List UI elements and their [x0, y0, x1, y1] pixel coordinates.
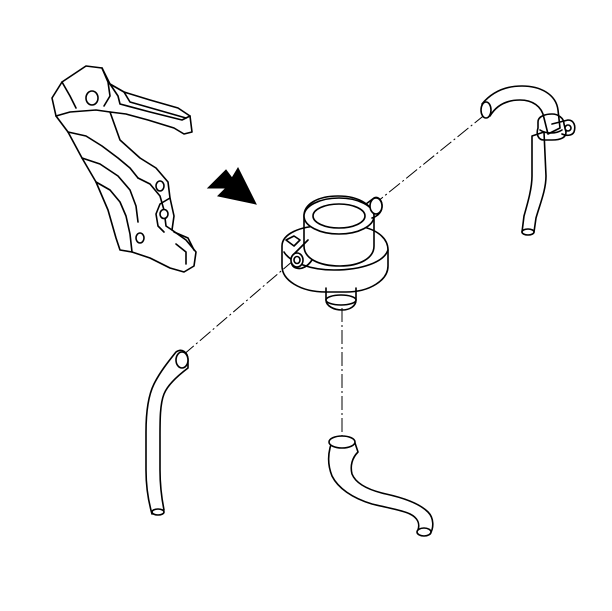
- lower-center-hose: [327, 435, 434, 537]
- valve-dome: [303, 195, 375, 267]
- lower-left-hose-end: [175, 351, 189, 369]
- assembly-leader-lines: [181, 112, 488, 438]
- bracket-bolt-hole-top: [85, 90, 99, 106]
- hose-clamp-screw: [564, 124, 572, 132]
- direction-arrow: [206, 166, 257, 205]
- hose-clamp: [536, 113, 576, 141]
- valve-bottom-port: [325, 287, 357, 311]
- lower-left-hose: [145, 349, 189, 516]
- upper-right-hose-end: [480, 101, 492, 119]
- bracket-bolt-hole-middle: [155, 180, 165, 192]
- bracket-bolt-hole-lower: [159, 208, 169, 220]
- valve-flange: [281, 225, 389, 293]
- direction-arrow-shape: [206, 166, 257, 205]
- leader-line-upper-right: [371, 112, 488, 207]
- upper-right-hose: [480, 85, 576, 236]
- valve-body: [281, 195, 389, 311]
- leader-line-lower-left: [181, 259, 295, 357]
- mounting-bracket: [51, 65, 197, 273]
- bracket-bolt-hole-bottom: [135, 232, 145, 244]
- lower-center-hose-end: [328, 435, 356, 449]
